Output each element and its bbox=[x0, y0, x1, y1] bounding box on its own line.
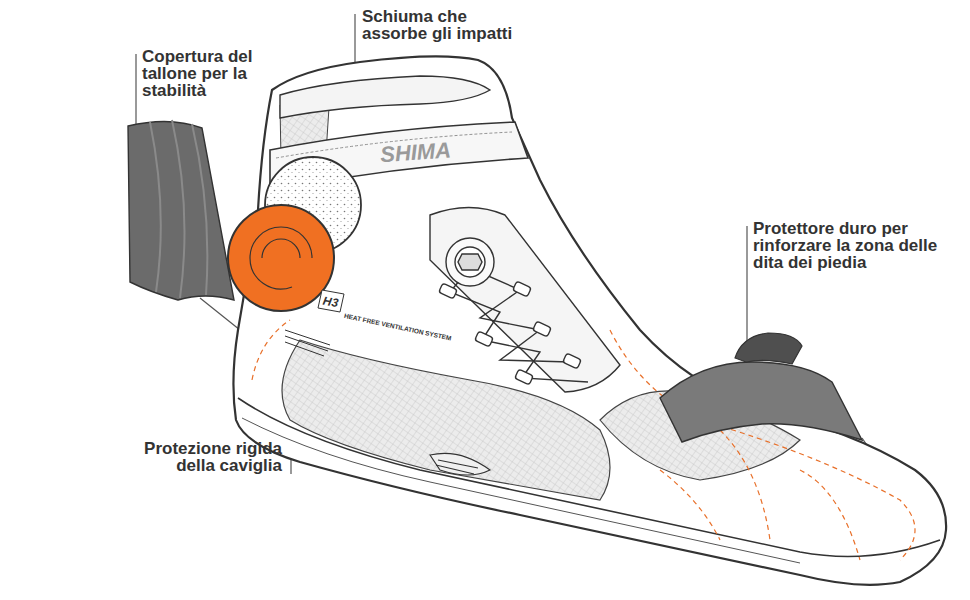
boot-outline bbox=[233, 56, 946, 584]
callout-label: Schiuma che assorbe gli impatti bbox=[362, 8, 534, 42]
callout-label: Protezione rigida della caviglia bbox=[122, 440, 282, 474]
toe-protector bbox=[660, 333, 862, 442]
heel-cover bbox=[128, 120, 234, 300]
ankle-protector bbox=[228, 205, 334, 311]
callout-label: Copertura del tallone per la stabilità bbox=[142, 48, 270, 99]
callout-label: Protettore duro per rinforzare la zona d… bbox=[753, 220, 965, 271]
